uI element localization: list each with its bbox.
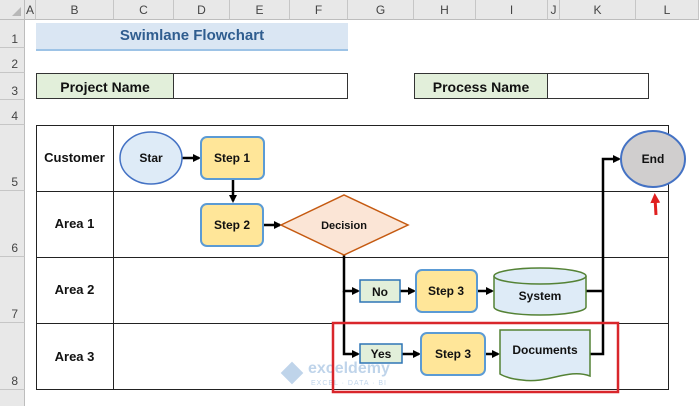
project-name-label[interactable]: Project Name bbox=[36, 73, 174, 99]
arrow-documents-to-end bbox=[590, 155, 621, 356]
decision-label: Decision bbox=[321, 220, 367, 232]
process-name-label[interactable]: Process Name bbox=[414, 73, 548, 99]
documents-label: Documents bbox=[512, 343, 578, 357]
row-header-1[interactable]: 1 bbox=[0, 20, 25, 48]
project-name-value[interactable] bbox=[173, 73, 348, 99]
yes-label: Yes bbox=[371, 347, 392, 361]
row-header-4[interactable]: 4 bbox=[0, 100, 25, 125]
col-header-a[interactable]: A bbox=[25, 0, 36, 20]
col-header-d[interactable]: D bbox=[174, 0, 230, 20]
decision-diamond-shape bbox=[279, 194, 410, 256]
lane-label-area1[interactable]: Area 1 bbox=[36, 191, 114, 257]
pointer-arrow-icon bbox=[650, 193, 661, 216]
step3-yes-label: Step 3 bbox=[435, 347, 471, 361]
lane-divider bbox=[36, 257, 669, 258]
no-label: No bbox=[372, 285, 388, 299]
row-header-7[interactable]: 7 bbox=[0, 257, 25, 323]
exceldemy-watermark: exceldemy EXCEL · DATA · BI bbox=[280, 360, 444, 394]
process-name-value[interactable] bbox=[547, 73, 649, 99]
row-header-5[interactable]: 5 bbox=[0, 125, 25, 191]
flowchart-title[interactable]: Swimlane Flowchart bbox=[36, 23, 348, 51]
step2-label: Step 2 bbox=[214, 218, 250, 232]
yes-label-box bbox=[359, 343, 403, 364]
row-header-6[interactable]: 6 bbox=[0, 191, 25, 257]
arrow-decision-to-no bbox=[342, 255, 360, 295]
col-header-c[interactable]: C bbox=[114, 0, 174, 20]
step3-no-label: Step 3 bbox=[428, 284, 464, 298]
lane-divider bbox=[36, 191, 669, 192]
step3-no-process-shape bbox=[415, 269, 478, 313]
step1-label: Step 1 bbox=[214, 151, 250, 165]
col-header-i[interactable]: I bbox=[476, 0, 548, 20]
row-header-2[interactable]: 2 bbox=[0, 48, 25, 73]
step3-yes-process-shape bbox=[420, 332, 486, 376]
lane-label-area3[interactable]: Area 3 bbox=[36, 323, 114, 390]
start-terminator-shape bbox=[119, 131, 183, 185]
connector-lines bbox=[182, 154, 621, 358]
no-label-box bbox=[359, 279, 401, 303]
col-header-e[interactable]: E bbox=[230, 0, 290, 20]
select-all-corner[interactable] bbox=[0, 0, 25, 20]
col-header-h[interactable]: H bbox=[414, 0, 476, 20]
start-label: Star bbox=[139, 151, 163, 165]
highlight-rectangle bbox=[331, 321, 620, 394]
row-header-8[interactable]: 8 bbox=[0, 323, 25, 390]
end-label: End bbox=[642, 152, 665, 166]
lane-label-area2[interactable]: Area 2 bbox=[36, 257, 114, 323]
row-header-9-partial[interactable] bbox=[0, 390, 25, 406]
col-header-b[interactable]: B bbox=[36, 0, 114, 20]
col-header-g[interactable]: G bbox=[348, 0, 414, 20]
row-header-3[interactable]: 3 bbox=[0, 73, 25, 100]
col-header-k[interactable]: K bbox=[560, 0, 636, 20]
step2-process-shape bbox=[200, 203, 264, 247]
system-database-shape bbox=[493, 267, 587, 316]
col-header-f[interactable]: F bbox=[290, 0, 348, 20]
watermark-tagline: EXCEL · DATA · BI bbox=[311, 380, 387, 387]
end-terminator-shape bbox=[620, 130, 686, 188]
documents-shape bbox=[499, 329, 591, 382]
watermark-name: exceldemy bbox=[308, 360, 390, 377]
col-header-j[interactable]: J bbox=[548, 0, 560, 20]
arrow-decision-to-yes bbox=[342, 291, 360, 358]
step1-process-shape bbox=[200, 136, 265, 180]
lane-label-customer[interactable]: Customer bbox=[36, 125, 114, 191]
system-label: System bbox=[519, 289, 562, 303]
